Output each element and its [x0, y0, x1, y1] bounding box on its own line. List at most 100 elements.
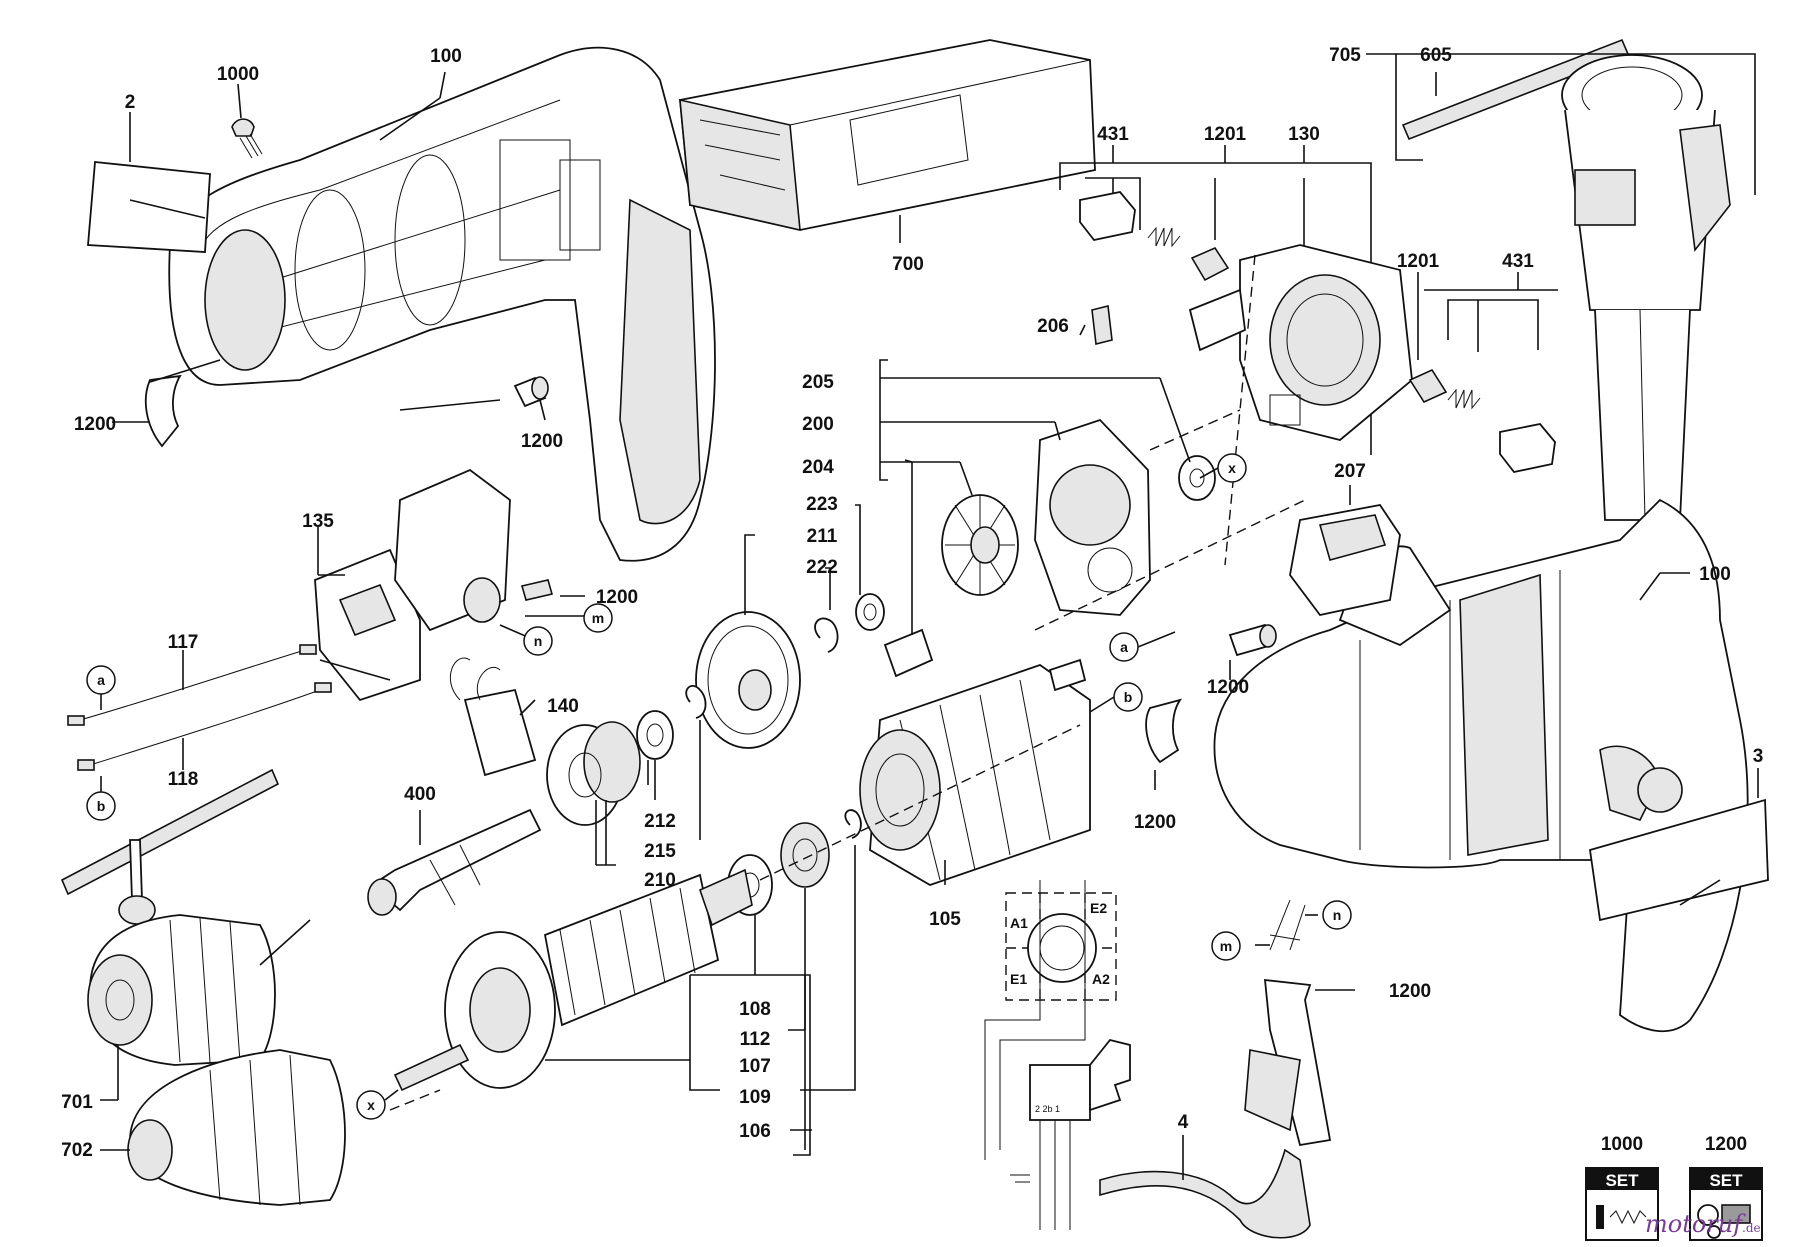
label-1200-clip-right: 1200 — [1134, 812, 1176, 833]
label-2: 2 — [125, 92, 136, 113]
label-215: 215 — [644, 841, 676, 862]
bracket-223-211-222 — [744, 459, 913, 635]
pin-1200-left — [513, 376, 549, 408]
washer-223 — [855, 593, 885, 631]
tag-m-switch-circle — [583, 603, 613, 633]
set-badge-1200-text: SET — [1709, 1171, 1743, 1190]
label-117: 117 — [168, 632, 199, 653]
tag-m-cord-circle — [1211, 931, 1241, 961]
carry-case — [679, 39, 1096, 232]
label-1000-top: 1000 — [217, 64, 259, 85]
wiring-a1: A1 — [1010, 915, 1028, 931]
clip-1200-right — [1145, 698, 1183, 764]
washer-205 — [1178, 455, 1216, 501]
label-211: 211 — [807, 526, 838, 547]
connector-tags — [86, 453, 1352, 1120]
side-handle-705 — [1561, 54, 1731, 521]
watermark-brand: motoruf — [1645, 1210, 1746, 1238]
assembly-axis-lines — [389, 254, 1306, 1111]
brush-cap-431-left — [1079, 191, 1136, 241]
brush-cap-431-right — [1499, 423, 1556, 473]
wiring-diagram — [984, 880, 1131, 1230]
label-109: 109 — [739, 1087, 771, 1108]
label-200: 200 — [802, 414, 834, 435]
label-100-top: 100 — [430, 46, 462, 67]
bracket-705-605 — [1366, 53, 1756, 195]
set-badge-1000: SET — [1585, 1167, 1659, 1241]
wiring-a2: A2 — [1092, 971, 1110, 987]
label-140: 140 — [547, 696, 579, 717]
label-702: 702 — [61, 1140, 93, 1161]
clip-1200-left — [144, 374, 182, 448]
bracket-205-200-204 — [879, 359, 1191, 496]
connector-tag-letters: a b m n x a b x m n — [97, 460, 1342, 1113]
tag-n-cord-circle — [1322, 900, 1352, 930]
label-118: 118 — [168, 769, 199, 790]
label-700: 700 — [892, 254, 924, 275]
fan-baffle-200 — [1034, 418, 1151, 616]
label-1200-cord: 1200 — [1389, 981, 1431, 1002]
housing-half-left — [168, 46, 716, 562]
tag-m-cord: m — [1220, 938, 1232, 954]
fan-wheel-204 — [941, 494, 1019, 596]
brush-spring-left — [1147, 226, 1181, 248]
label-1201-right: 1201 — [1397, 251, 1440, 272]
label-204: 204 — [802, 457, 834, 478]
circlip-215 — [685, 685, 707, 719]
wire-117 — [67, 644, 317, 726]
armature-107 — [393, 868, 753, 1092]
label-107: 107 — [739, 1056, 771, 1077]
label-106: 106 — [739, 1121, 771, 1142]
label-105: 105 — [929, 909, 961, 930]
label-1200-switch: 1200 — [596, 587, 638, 608]
label-100-right: 100 — [1699, 564, 1731, 585]
keyless-chuck-702 — [127, 1049, 346, 1206]
switch-135 — [314, 468, 511, 702]
leaders-cord — [1182, 914, 1355, 1180]
screw-1200-switch — [520, 579, 554, 601]
tag-m-switch: m — [592, 610, 604, 626]
wiring-e2: E2 — [1090, 900, 1107, 916]
label-212: 212 — [644, 811, 676, 832]
tag-a-left: a — [97, 672, 105, 688]
tag-b-stator: b — [1124, 689, 1133, 705]
label-108: 108 — [739, 999, 771, 1020]
spindle-400 — [367, 808, 542, 916]
wiring-pin-numbers: 2 2b 1 — [1035, 1104, 1060, 1114]
chuck-key — [60, 768, 280, 925]
part-number-labels: 100 1000 2 1200 1200 700 705 605 431 120… — [61, 45, 1763, 1161]
terminal-206 — [1091, 305, 1113, 345]
label-3: 3 — [1753, 746, 1764, 767]
label-207: 207 — [1334, 461, 1366, 482]
label-1200-pin: 1200 — [521, 431, 563, 452]
tag-n-cord: n — [1333, 907, 1342, 923]
label-205: 205 — [802, 372, 834, 393]
pin-1200-right — [1228, 623, 1277, 657]
leaders-gear-right — [605, 760, 649, 865]
cord-guard-1200 — [1244, 899, 1332, 1147]
wire-118 — [77, 682, 332, 771]
gear-211 — [695, 611, 801, 749]
bracket-108-112-107-109-106 — [545, 720, 856, 1156]
housing-half-right — [1213, 498, 1749, 1033]
tag-x-armature-circle — [356, 1090, 386, 1120]
label-135: 135 — [302, 511, 334, 532]
tag-b-left: b — [97, 798, 106, 814]
bearing-210 — [546, 721, 641, 826]
label-sticker-2 — [87, 161, 211, 253]
label-431-left: 431 — [1097, 124, 1129, 145]
label-705: 705 — [1329, 45, 1361, 66]
label-4: 4 — [1178, 1112, 1189, 1133]
tag-n-switch: n — [534, 633, 543, 649]
bearing-ring-112 — [780, 822, 830, 888]
label-701: 701 — [61, 1092, 93, 1113]
capacitor-140 — [449, 657, 537, 777]
watermark-tld: .de — [1742, 1221, 1761, 1235]
tag-a-stator: a — [1120, 639, 1128, 655]
label-210: 210 — [644, 870, 676, 891]
wiring-labels: A1 E2 E1 A2 2 2b 1 — [1010, 900, 1110, 1114]
washer-212 — [636, 710, 674, 760]
carbon-brush-1201-right — [1408, 368, 1448, 404]
carbon-brush-1201-left — [1190, 246, 1230, 282]
